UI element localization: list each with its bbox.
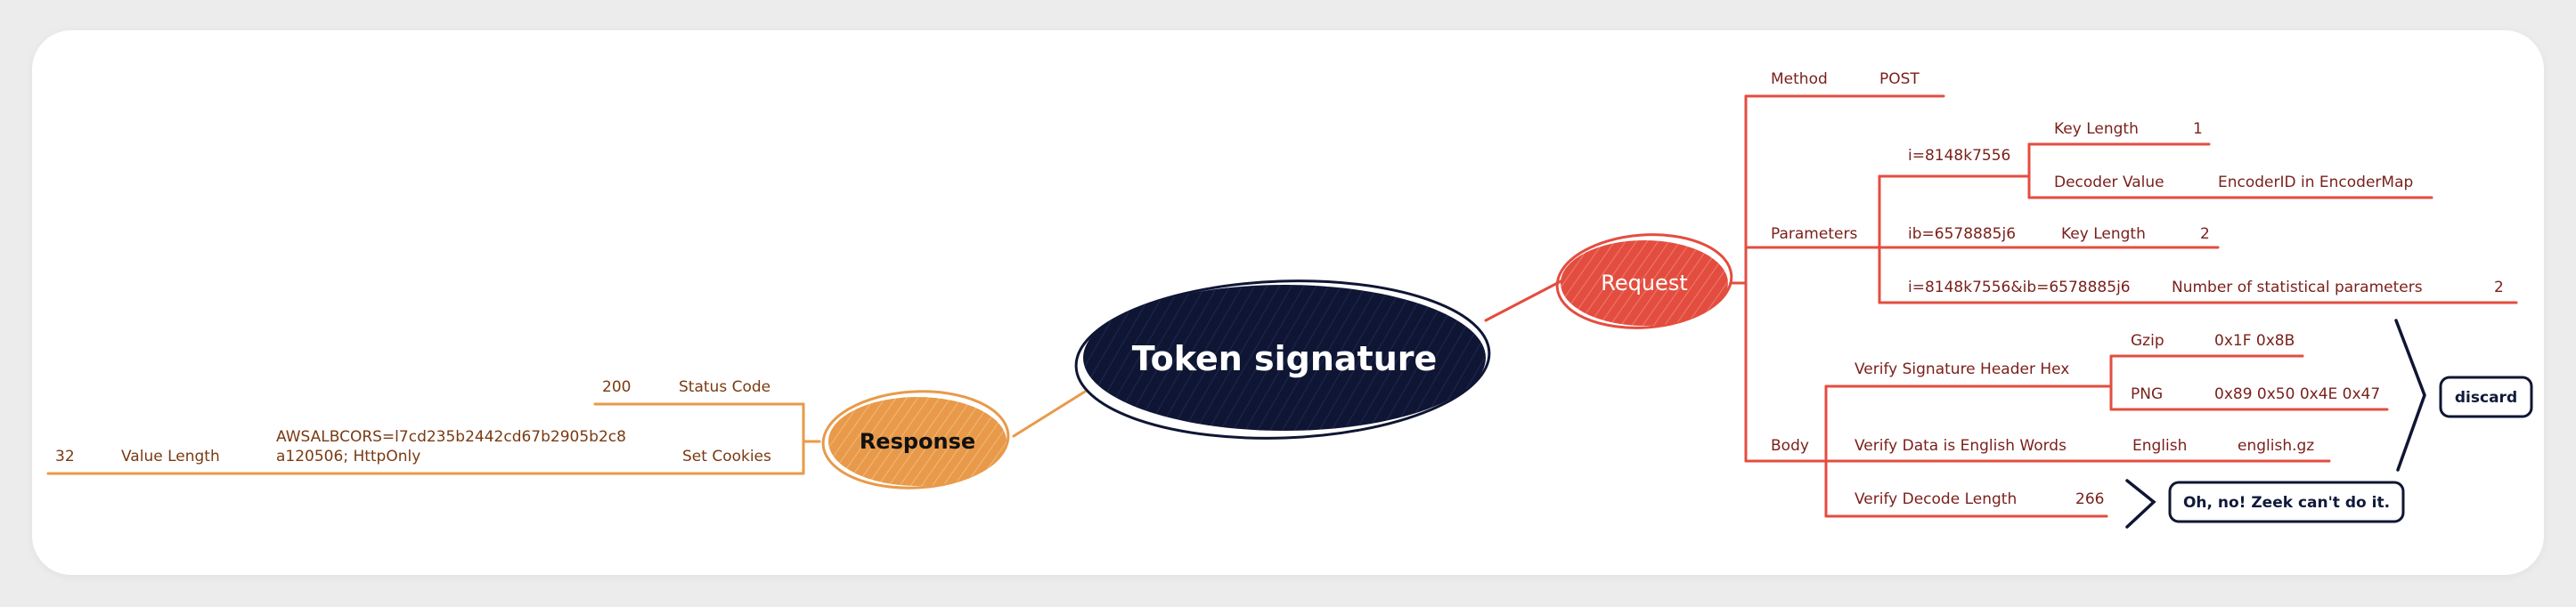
method-label[interactable]: Method <box>1771 70 1828 88</box>
param-ib-key-length-label[interactable]: Key Length <box>2061 225 2146 243</box>
param-ib-key-length-value[interactable]: 2 <box>2200 225 2210 243</box>
png-label[interactable]: PNG <box>2131 385 2163 403</box>
zeek-bracket <box>2125 479 2156 529</box>
verify-decode-label[interactable]: Verify Decode Length <box>1855 490 2017 508</box>
cookie-line-2[interactable]: a120506; HttpOnly <box>276 448 420 465</box>
gzip-label[interactable]: Gzip <box>2131 332 2164 350</box>
request-connectors <box>1484 94 2518 518</box>
discard-label: discard <box>2455 389 2517 407</box>
param-i-label[interactable]: i=8148k7556 <box>1908 147 2010 165</box>
verify-decode-value[interactable]: 266 <box>2075 490 2104 508</box>
response-node[interactable]: Response <box>820 387 1010 493</box>
param-combined-label[interactable]: i=8148k7556&ib=6578885j6 <box>1908 279 2131 296</box>
body-label[interactable]: Body <box>1771 437 1809 455</box>
response-texts: Status Code 200 Set Cookies AWSALBCORS=l… <box>55 378 771 465</box>
response-connectors <box>46 390 1087 475</box>
zeek-box[interactable]: Oh, no! Zeek can't do it. <box>2168 481 2405 523</box>
param-i-decoder-label[interactable]: Decoder Value <box>2054 174 2164 191</box>
param-i-key-length-label[interactable]: Key Length <box>2054 120 2139 138</box>
response-label: Response <box>860 429 975 454</box>
request-label: Request <box>1601 271 1688 295</box>
discard-box[interactable]: discard <box>2439 376 2533 418</box>
cookie-line-1[interactable]: AWSALBCORS=l7cd235b2442cd67b2905b2c8 <box>276 428 626 446</box>
png-value[interactable]: 0x89 0x50 0x4E 0x47 <box>2214 385 2380 403</box>
request-node[interactable]: Request <box>1554 229 1735 333</box>
param-ib-label[interactable]: ib=6578885j6 <box>1908 225 2016 243</box>
parameters-label[interactable]: Parameters <box>1771 225 1857 243</box>
value-length-value[interactable]: 32 <box>55 448 75 465</box>
param-combined-stat-value[interactable]: 2 <box>2494 279 2504 296</box>
status-code-label[interactable]: Status Code <box>679 378 770 396</box>
gzip-value[interactable]: 0x1F 0x8B <box>2214 332 2295 350</box>
discard-bracket <box>2394 319 2426 472</box>
english-label[interactable]: English <box>2132 437 2187 455</box>
method-value[interactable]: POST <box>1879 70 1920 88</box>
english-value[interactable]: english.gz <box>2238 437 2314 455</box>
param-combined-stat-label[interactable]: Number of statistical parameters <box>2172 279 2423 296</box>
zeek-label: Oh, no! Zeek can't do it. <box>2183 494 2390 512</box>
status-code-value[interactable]: 200 <box>602 378 631 396</box>
verify-header-label[interactable]: Verify Signature Header Hex <box>1855 360 2069 378</box>
root-label: Token signature <box>1132 339 1438 378</box>
verify-english-label[interactable]: Verify Data is English Words <box>1855 437 2067 455</box>
root-node[interactable]: Token signature <box>1073 274 1492 445</box>
param-i-decoder-value[interactable]: EncoderID in EncoderMap <box>2218 174 2413 191</box>
request-texts: Method POST Parameters i=8148k7556 Key L… <box>1771 70 2504 508</box>
value-length-label[interactable]: Value Length <box>121 448 220 465</box>
param-i-key-length-value[interactable]: 1 <box>2193 120 2203 138</box>
set-cookies-label[interactable]: Set Cookies <box>682 448 771 465</box>
